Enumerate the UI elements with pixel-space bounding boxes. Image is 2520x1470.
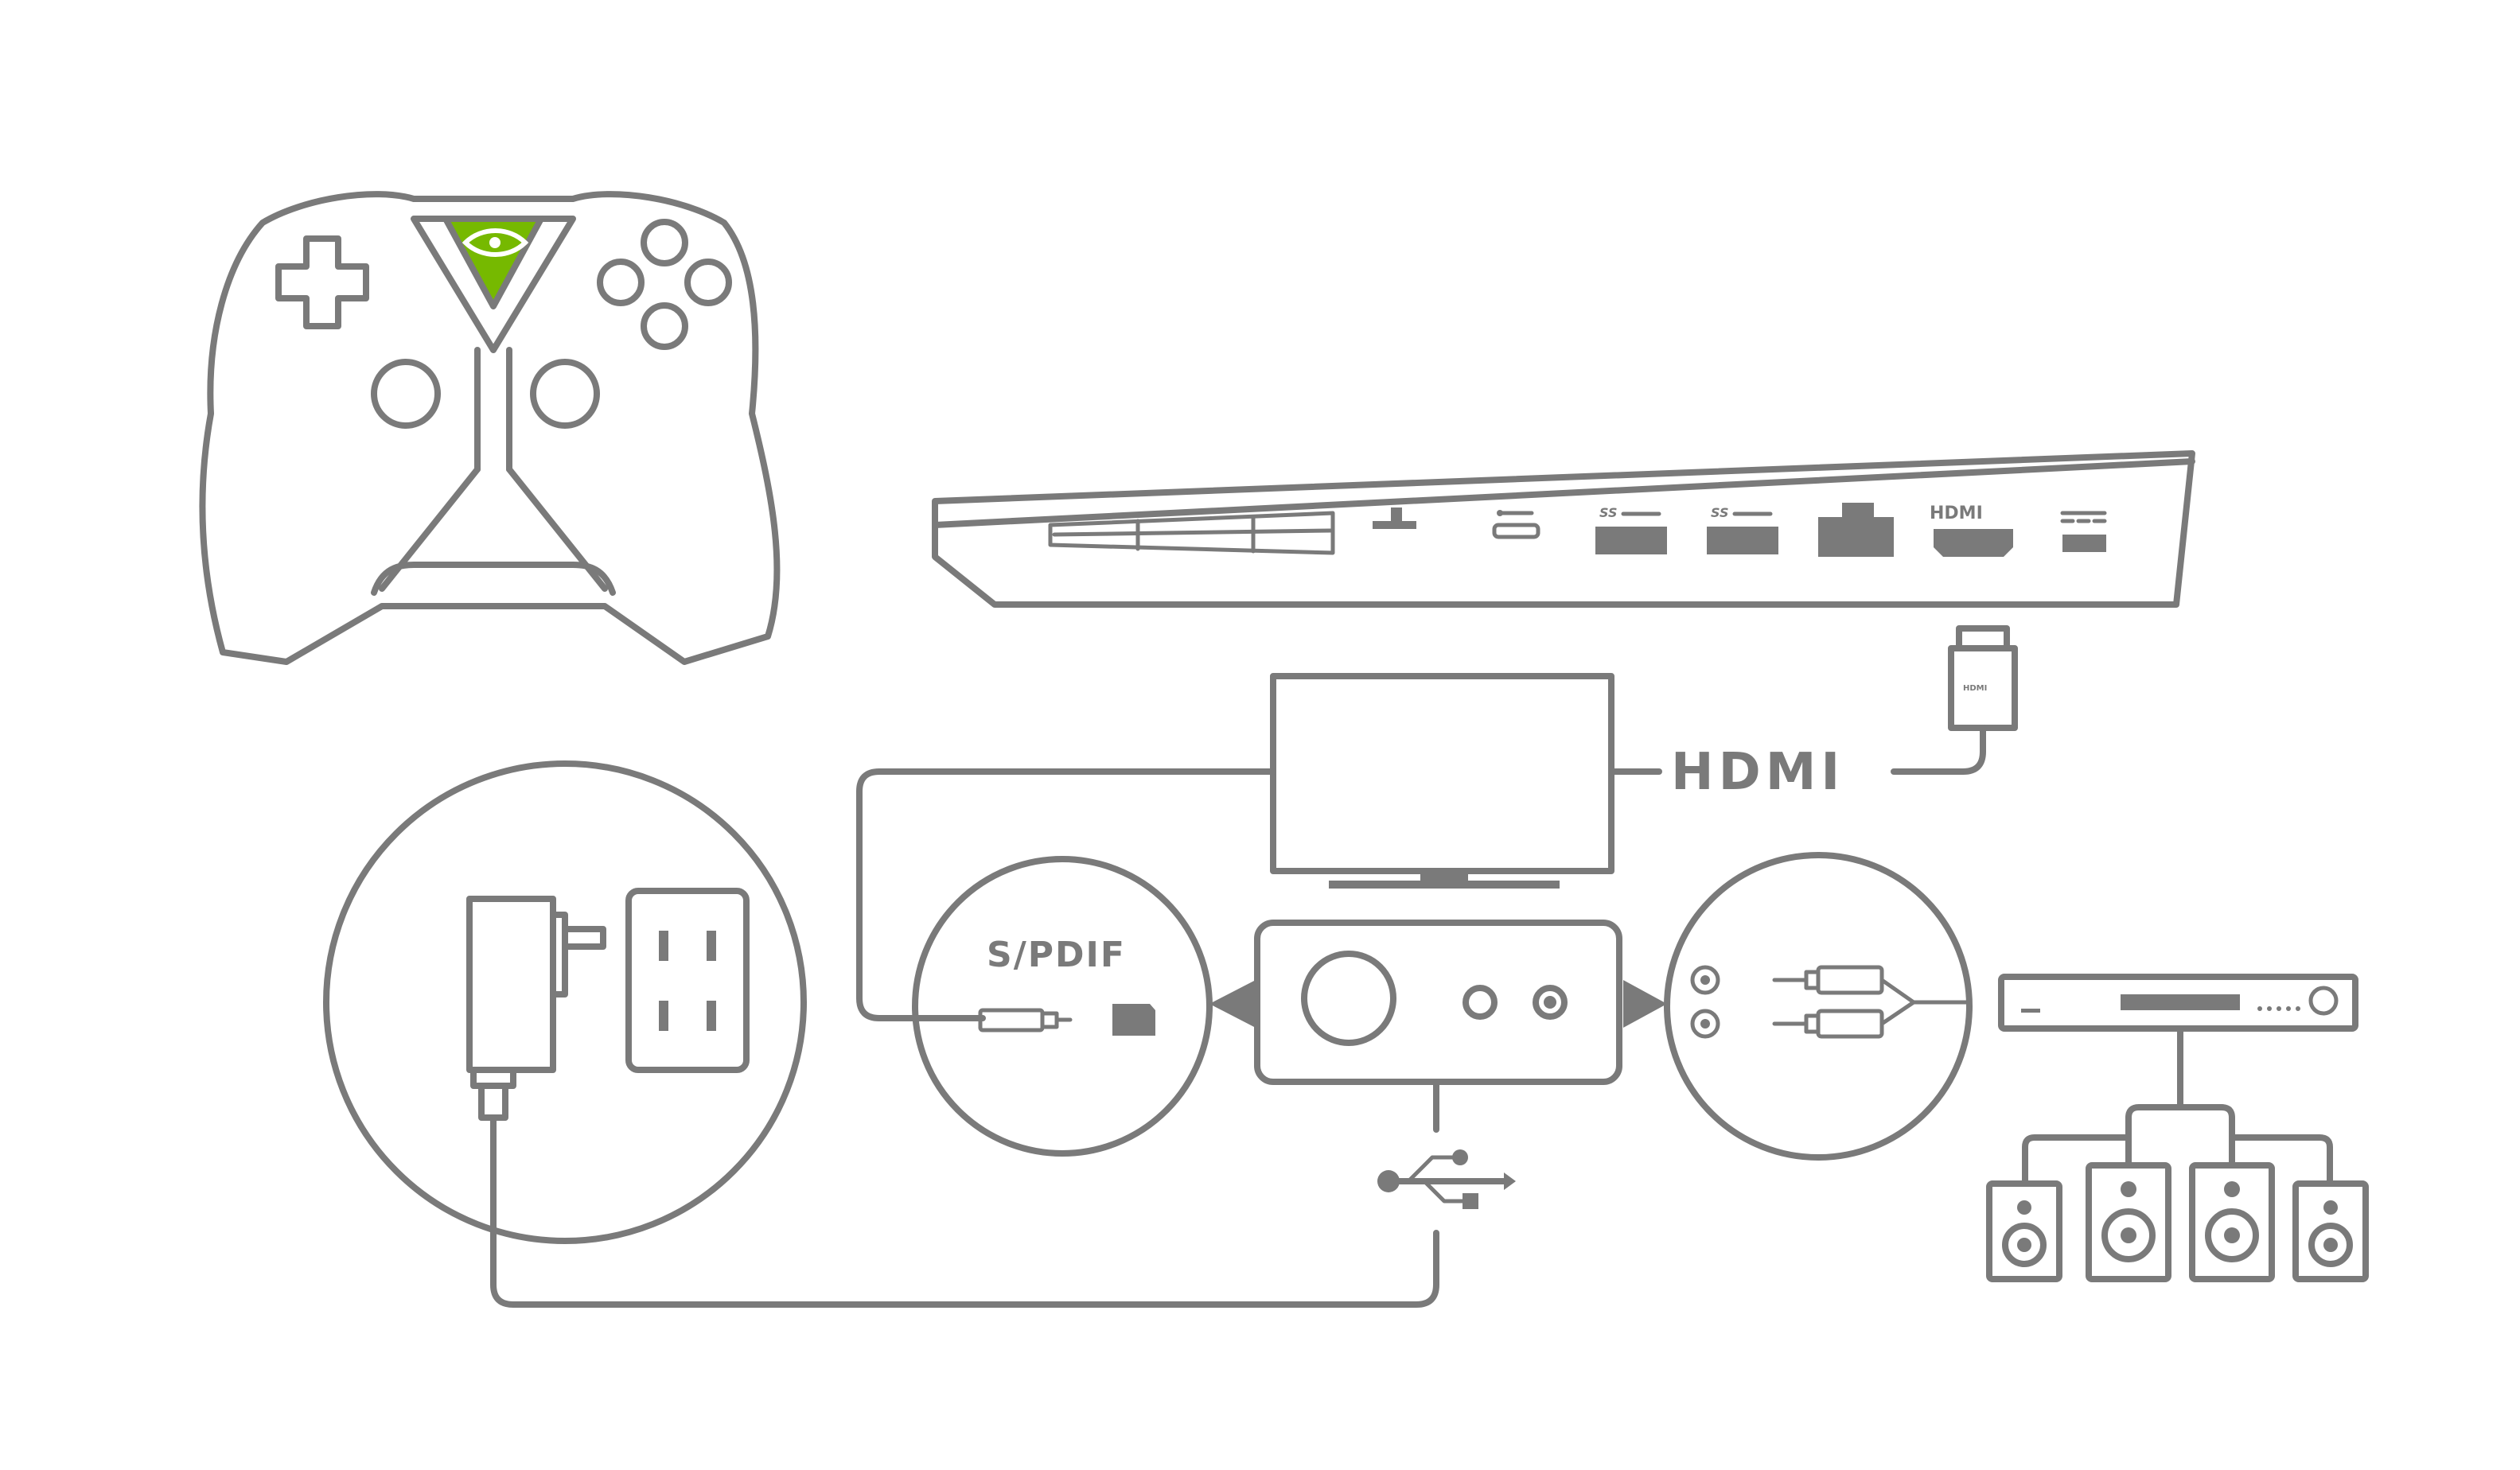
amplifier-device — [1254, 920, 1622, 1085]
dc-power-port-icon — [2060, 511, 2107, 552]
spdif-callout: S/PDIF — [912, 856, 1213, 1157]
optical-plug-icon — [978, 1008, 1073, 1032]
wall-outlet-icon — [625, 888, 750, 1073]
left-stick-icon — [371, 359, 441, 429]
optical-port-icon — [1112, 1004, 1155, 1036]
button-a-icon — [641, 302, 688, 350]
power-adapter-callout — [323, 760, 807, 1244]
speaker-icon — [2292, 1180, 2369, 1282]
button-x-icon — [597, 259, 645, 306]
rca-plug-icons — [1772, 965, 1972, 1039]
speaker-icon — [2086, 1162, 2171, 1282]
hdmi-port-icon: HDMI — [1930, 504, 2013, 557]
volume-knob-icon — [1301, 951, 1396, 1046]
usb3-port-a-icon: SS — [1595, 505, 1667, 554]
rca-jack-icons — [1690, 965, 1720, 1039]
console-device: SS SS HDMI — [932, 450, 2195, 608]
svg-text:SS: SS — [1711, 505, 1728, 520]
rca-callout — [1664, 852, 1973, 1161]
hdmi-cable-label: HDMI — [1671, 743, 1844, 802]
usb3-port-b-icon: SS — [1707, 505, 1778, 554]
tv-monitor — [1270, 673, 1614, 889]
spdif-label: S/PDIF — [987, 935, 1126, 975]
usb-icon — [1377, 1149, 1516, 1209]
input-jack-icon — [1463, 985, 1498, 1020]
game-controller — [199, 191, 781, 665]
speaker-icon — [2189, 1162, 2275, 1282]
right-stick-icon — [530, 359, 600, 429]
microsd-port-icon — [1373, 508, 1416, 529]
button-y-icon — [641, 219, 688, 266]
button-b-icon — [684, 259, 732, 306]
av-receiver — [1998, 974, 2358, 1032]
nvidia-eye-mark — [462, 228, 529, 257]
headphone-jack-icon — [1533, 985, 1568, 1020]
svg-text:HDMI: HDMI — [1963, 684, 1987, 693]
speaker-icon — [1986, 1180, 2062, 1282]
dpad-icon — [275, 235, 369, 329]
power-adapter-icon — [466, 896, 606, 1121]
svg-text:SS: SS — [1599, 505, 1617, 520]
svg-text:HDMI: HDMI — [1930, 504, 1983, 523]
ethernet-port-icon — [1818, 503, 1894, 557]
micro-usb-port-icon — [1492, 510, 1540, 539]
hdmi-plug: HDMI — [1891, 625, 2018, 775]
